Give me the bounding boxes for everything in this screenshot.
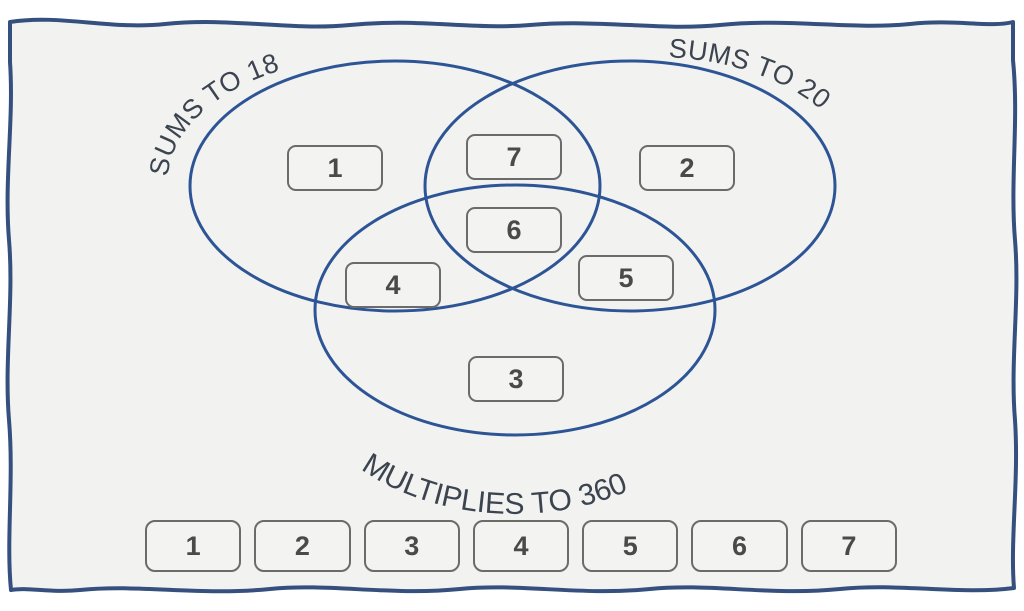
set-ellipse-multiplies-to-360[interactable] bbox=[313, 183, 717, 437]
tray-tile-1[interactable]: 1 bbox=[145, 520, 242, 572]
tray-tile-6[interactable]: 6 bbox=[691, 520, 788, 572]
tray-tile-7[interactable]: 7 bbox=[800, 520, 897, 572]
venn-tile-all-three[interactable]: 6 bbox=[466, 207, 562, 253]
venn-tile-left-and-bottom[interactable]: 4 bbox=[345, 262, 441, 308]
frame-border bbox=[5, 17, 1019, 594]
answer-tile-tray: 1 2 3 4 5 6 7 bbox=[145, 520, 897, 572]
venn-tile-right-only[interactable]: 2 bbox=[639, 145, 735, 191]
tray-tile-3[interactable]: 3 bbox=[363, 520, 460, 572]
tray-tile-2[interactable]: 2 bbox=[254, 520, 351, 572]
tray-tile-4[interactable]: 4 bbox=[472, 520, 570, 572]
tray-tile-5[interactable]: 5 bbox=[582, 520, 679, 572]
venn-tile-left-and-right[interactable]: 7 bbox=[466, 134, 562, 180]
set-label-sums-to-18: SUMS TO 18 bbox=[144, 47, 283, 178]
set-label-sums-to-20: SUMS TO 20 bbox=[668, 33, 837, 115]
set-label-multiplies-to-360: MULTIPLIES TO 360 bbox=[357, 447, 632, 521]
set-ellipse-sums-to-18[interactable] bbox=[188, 59, 602, 313]
venn-tile-left-only[interactable]: 1 bbox=[287, 145, 383, 191]
venn-tile-bottom-only[interactable]: 3 bbox=[468, 356, 564, 402]
venn-tile-right-and-bottom[interactable]: 5 bbox=[578, 255, 674, 301]
set-ellipse-sums-to-20[interactable] bbox=[423, 59, 837, 313]
